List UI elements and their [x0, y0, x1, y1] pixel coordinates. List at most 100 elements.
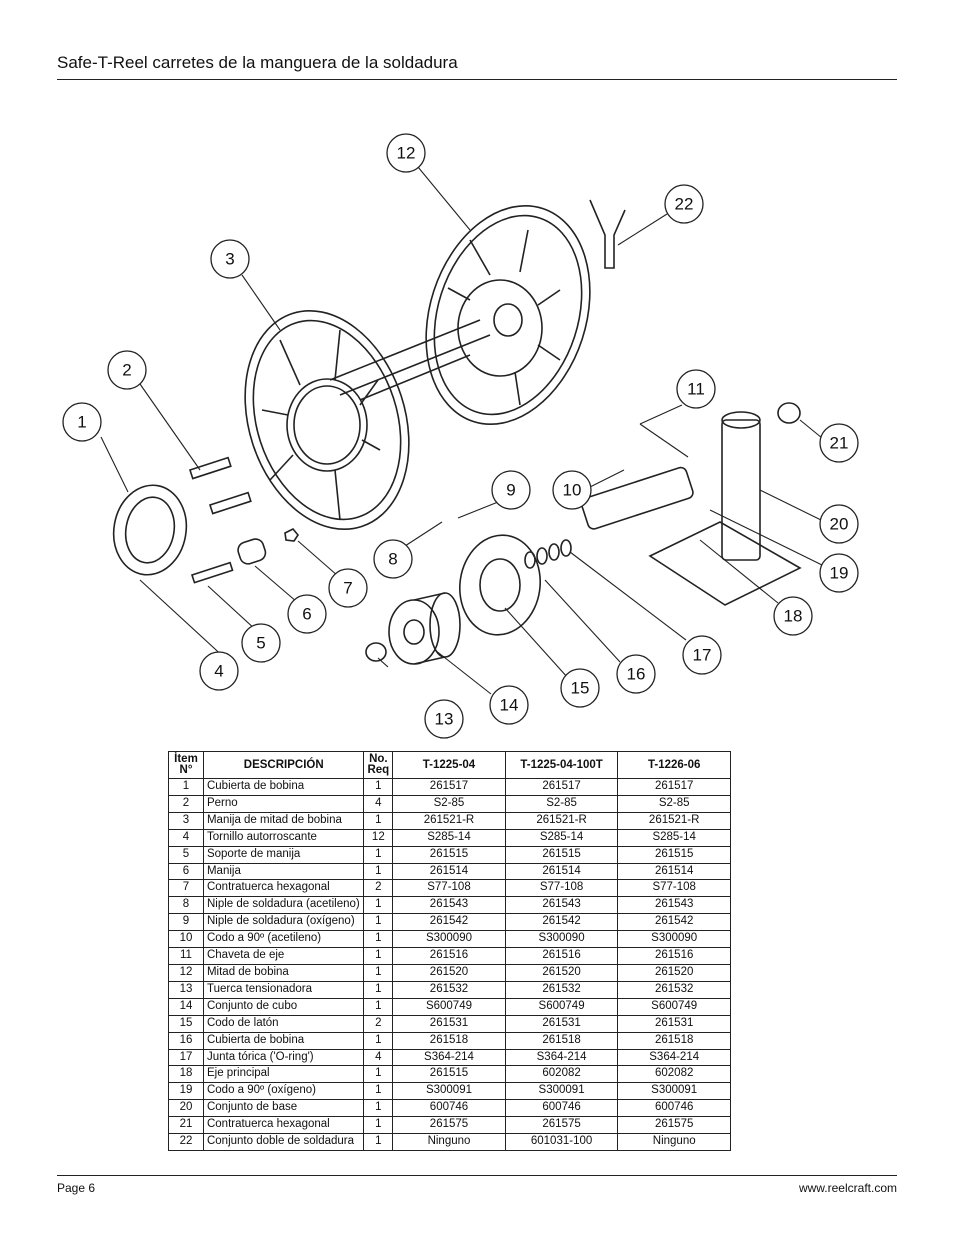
cell-model-2: 261518	[504, 1031, 619, 1050]
cell-model-2: S300090	[504, 930, 619, 949]
cell-model-1: 261515	[392, 845, 506, 864]
cell-model-1: 261518	[392, 1031, 506, 1050]
cell-model-3: 261516	[617, 947, 731, 965]
callout-2: 2	[122, 361, 131, 380]
cell-model-2: S2-85	[504, 794, 619, 813]
cell-model-3: S2-85	[617, 794, 731, 813]
cell-model-1: S300090	[392, 930, 506, 949]
cell-item-no: 7	[168, 879, 204, 898]
cell-model-2: 261542	[504, 913, 619, 932]
cell-model-3: 261515	[617, 845, 731, 864]
cell-model-3: 261521-R	[617, 811, 731, 830]
cell-description: Conjunto de cubo	[202, 997, 365, 1016]
cell-description: Contratuerca hexagonal	[202, 1116, 365, 1135]
cell-model-3: 261514	[617, 862, 731, 881]
cell-model-1: 261516	[392, 947, 506, 965]
exploded-parts-diagram: 1 2 3 4 5 6 7 8 9 10 11 12 13 14 15 16 1…	[0, 90, 954, 750]
cell-description: Tornillo autorroscante	[202, 828, 365, 847]
callout-18: 18	[784, 607, 803, 626]
callout-19: 19	[830, 564, 849, 583]
cell-qty: 1	[363, 811, 394, 830]
callout-7: 7	[343, 579, 352, 598]
cell-qty: 1	[363, 778, 394, 796]
cell-model-3: 261532	[617, 980, 731, 999]
cell-item-no: 5	[168, 845, 204, 864]
main-shaft	[580, 466, 694, 530]
cell-model-1: 261575	[392, 1116, 506, 1135]
header-qty: No. Req	[363, 751, 394, 779]
cell-qty: 1	[363, 862, 394, 881]
callout-12: 12	[397, 144, 416, 163]
cell-qty: 1	[363, 1082, 394, 1101]
callout-14: 14	[500, 696, 519, 715]
table-header-row: Ítem N° DESCRIPCIÓN No. Req T-1225-04 T-…	[168, 751, 731, 779]
cell-qty: 1	[363, 1116, 394, 1135]
cell-model-1: S285-14	[392, 828, 506, 847]
cell-qty: 4	[363, 1048, 394, 1067]
cell-model-2: S364-214	[504, 1048, 619, 1067]
reel-half-back	[425, 204, 591, 426]
cell-description: Niple de soldadura (oxígeno)	[202, 913, 365, 932]
cell-model-1: 261520	[392, 963, 506, 982]
cell-model-1: Ninguno	[392, 1133, 506, 1151]
cell-model-1: 261517	[392, 778, 506, 796]
cell-description: Cubierta de bobina	[202, 778, 365, 796]
cell-item-no: 9	[168, 913, 204, 932]
callout-3: 3	[225, 250, 234, 269]
callout-16: 16	[627, 665, 646, 684]
cell-model-3: 261520	[617, 963, 731, 982]
cell-model-1: 261542	[392, 913, 506, 932]
cell-model-2: 261531	[504, 1014, 619, 1033]
reel-cover-right	[458, 534, 542, 636]
cell-item-no: 3	[168, 811, 204, 830]
cell-qty: 1	[363, 1099, 394, 1118]
cell-qty: 2	[363, 879, 394, 898]
cell-qty: 1	[363, 930, 394, 949]
callout-22: 22	[675, 195, 694, 214]
callout-17: 17	[693, 646, 712, 665]
cell-model-1: 261515	[392, 1065, 506, 1084]
cell-model-1: 261514	[392, 862, 506, 881]
cell-model-3: 261518	[617, 1031, 731, 1050]
cell-model-2: 601031-100	[504, 1133, 619, 1151]
cell-description: Conjunto doble de soldadura	[202, 1133, 365, 1151]
cell-model-2: S300091	[504, 1082, 619, 1101]
cell-description: Cubierta de bobina	[202, 1031, 365, 1050]
header-model-3: T-1226-06	[617, 751, 731, 779]
cell-model-1: 261521-R	[392, 811, 506, 830]
cell-qty: 1	[363, 1133, 394, 1151]
cell-item-no: 10	[168, 930, 204, 949]
cell-model-3: 261542	[617, 913, 731, 932]
handle	[237, 538, 267, 565]
cell-model-2: 261532	[504, 980, 619, 999]
header-model-2: T-1225-04-100T	[504, 751, 619, 779]
cell-item-no: 4	[168, 828, 204, 847]
cell-model-3: 602082	[617, 1065, 731, 1084]
cell-model-1: S364-214	[392, 1048, 506, 1067]
callout-9: 9	[506, 481, 515, 500]
cell-model-1: S77-108	[392, 879, 506, 898]
cell-model-3: S300090	[617, 930, 731, 949]
parts-table: Ítem N° DESCRIPCIÓN No. Req T-1225-04 T-…	[168, 751, 731, 1151]
cell-description: Tuerca tensionadora	[202, 980, 365, 999]
cell-item-no: 22	[168, 1133, 204, 1151]
cell-qty: 1	[363, 980, 394, 999]
cell-description: Soporte de manija	[202, 845, 365, 864]
cell-item-no: 14	[168, 997, 204, 1016]
cell-model-2: 261517	[504, 778, 619, 796]
cell-model-2: 261520	[504, 963, 619, 982]
cell-model-1: S2-85	[392, 794, 506, 813]
